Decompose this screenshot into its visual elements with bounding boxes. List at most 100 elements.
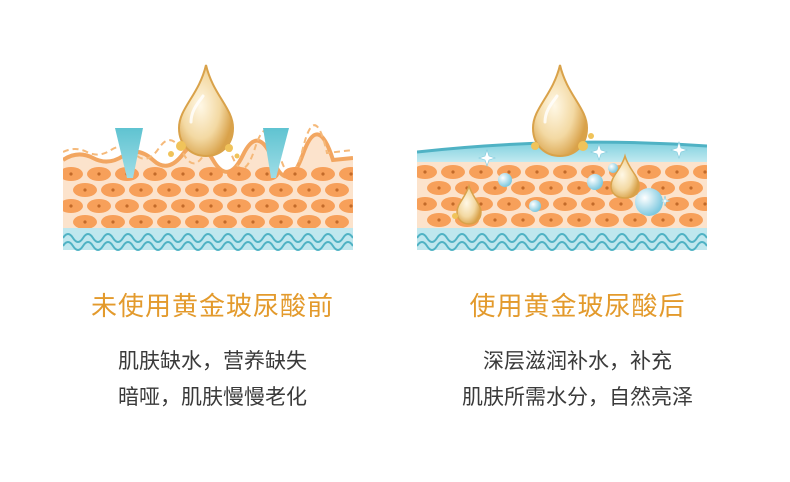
skin-cells [63, 167, 353, 229]
cell-nucleus [675, 202, 679, 206]
cell-nucleus [605, 186, 609, 190]
down-arrow-icon [263, 128, 289, 178]
cell-nucleus [279, 188, 283, 192]
cell-nucleus [507, 202, 511, 206]
before-panel: 未使用黄金玻尿酸前 肌肤缺水，营养缺失 暗哑，肌肤慢慢老化 [63, 60, 353, 409]
cell-nucleus [451, 170, 455, 174]
skin-cell [417, 165, 437, 179]
cell-nucleus [223, 220, 227, 224]
cell-nucleus [661, 218, 665, 222]
cell-nucleus [423, 202, 427, 206]
cell-nucleus [209, 172, 213, 176]
after-panel: 使用黄金玻尿酸后 深层滋润补水，补充 肌肤所需水分，自然亮泽 [395, 0, 790, 482]
skin-cell [339, 199, 353, 213]
cell-nucleus [437, 186, 441, 190]
cell-nucleus [167, 188, 171, 192]
skin-cell [693, 165, 707, 179]
cell-nucleus [181, 204, 185, 208]
cell-nucleus [591, 202, 595, 206]
cell-nucleus [521, 218, 525, 222]
cell-nucleus [125, 204, 129, 208]
cell-nucleus [321, 204, 325, 208]
cell-nucleus [111, 220, 115, 224]
description-line: 肌肤所需水分，自然亮泽 [462, 385, 693, 409]
cell-nucleus [563, 170, 567, 174]
skin-cell [693, 197, 707, 211]
cell-nucleus [195, 220, 199, 224]
after-description: 深层滋润补水，补充 肌肤所需水分，自然亮泽 [380, 343, 775, 415]
cell-nucleus [181, 172, 185, 176]
cell-nucleus [521, 186, 525, 190]
cell-nucleus [703, 170, 707, 174]
cell-nucleus [675, 170, 679, 174]
cell-nucleus [97, 204, 101, 208]
after-heading: 使用黄金玻尿酸后 [469, 292, 686, 322]
skin-cell [417, 197, 437, 211]
skin-layer-dry-illustration [63, 60, 353, 255]
cell-nucleus [251, 220, 255, 224]
cell-nucleus [437, 218, 441, 222]
cell-nucleus [689, 186, 693, 190]
cell-nucleus [349, 172, 353, 176]
skin-cell [339, 167, 353, 181]
cell-nucleus [335, 220, 339, 224]
cell-nucleus [153, 204, 157, 208]
description-line: 肌肤缺水，营养缺失 [118, 349, 307, 373]
skin-cell [63, 199, 83, 213]
cell-nucleus [507, 170, 511, 174]
cell-nucleus [703, 202, 707, 206]
cell-nucleus [479, 202, 483, 206]
cell-nucleus [69, 204, 73, 208]
cell-nucleus [139, 188, 143, 192]
cell-nucleus [111, 188, 115, 192]
cell-nucleus [265, 172, 269, 176]
cell-nucleus [423, 170, 427, 174]
cell-nucleus [237, 204, 241, 208]
cell-nucleus [83, 220, 87, 224]
cell-nucleus [307, 220, 311, 224]
cell-nucleus [577, 218, 581, 222]
description-line: 深层滋润补水，补充 [483, 349, 672, 373]
cell-nucleus [97, 172, 101, 176]
cell-nucleus [549, 186, 553, 190]
cell-nucleus [349, 204, 353, 208]
skin-cell [63, 167, 83, 181]
water-bubble-icon [498, 163, 663, 216]
cell-nucleus [689, 218, 693, 222]
cell-nucleus [167, 220, 171, 224]
cell-nucleus [479, 170, 483, 174]
cell-nucleus [237, 172, 241, 176]
skin-layer-hydrated-illustration [417, 60, 707, 255]
cell-nucleus [549, 218, 553, 222]
cell-nucleus [591, 170, 595, 174]
cell-nucleus [633, 218, 637, 222]
cell-nucleus [223, 188, 227, 192]
cell-nucleus [83, 188, 87, 192]
cell-nucleus [265, 204, 269, 208]
description-line: 暗哑，肌肤慢慢老化 [118, 385, 307, 409]
sparkle-icon [478, 141, 688, 207]
serum-drop-icon [531, 64, 594, 158]
down-arrow-icon [115, 128, 143, 178]
cell-nucleus [493, 218, 497, 222]
cell-nucleus [153, 172, 157, 176]
cell-nucleus [293, 204, 297, 208]
cell-nucleus [493, 186, 497, 190]
cell-nucleus [307, 188, 311, 192]
cell-nucleus [195, 188, 199, 192]
cell-nucleus [293, 172, 297, 176]
cell-nucleus [619, 202, 623, 206]
cell-nucleus [321, 172, 325, 176]
cell-nucleus [335, 188, 339, 192]
cell-nucleus [577, 186, 581, 190]
serum-drop-icon [452, 153, 640, 225]
cell-nucleus [279, 220, 283, 224]
serum-drop-icon [168, 64, 240, 159]
cell-nucleus [661, 186, 665, 190]
before-heading: 未使用黄金玻尿酸前 [90, 292, 334, 322]
cell-nucleus [209, 204, 213, 208]
cell-nucleus [563, 202, 567, 206]
cell-nucleus [451, 202, 455, 206]
before-description: 肌肤缺水，营养缺失 暗哑，肌肤慢慢老化 [15, 343, 410, 415]
cell-nucleus [139, 220, 143, 224]
